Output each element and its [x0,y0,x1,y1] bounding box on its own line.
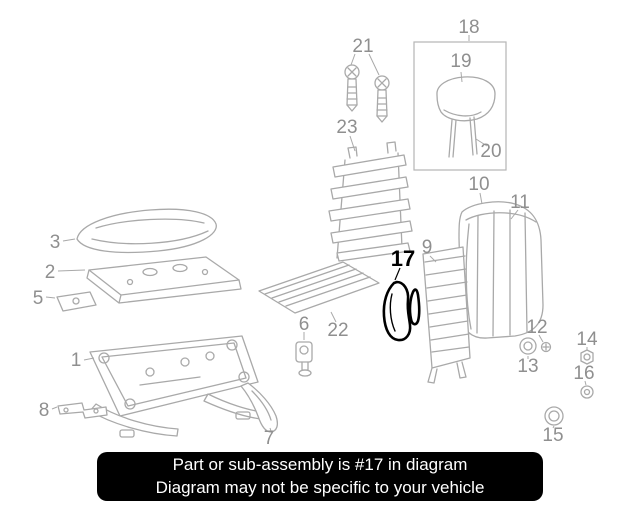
callout-3: 3 [50,232,61,253]
headrest [436,76,496,158]
washer-16 [580,385,594,399]
callout-15: 15 [542,425,563,446]
callout-23: 23 [336,117,357,138]
seatback-frame [422,246,471,384]
callouts: 1 2 3 5 6 7 8 9 10 11 12 13 14 15 16 17 … [33,17,598,449]
caption-line1: Part or sub-assembly is #17 in diagram [172,454,468,474]
callout-18: 18 [458,17,479,38]
caption-line2: Diagram may not be specific to your vehi… [155,477,485,497]
callout-10: 10 [468,174,489,195]
mount-bracket [57,402,108,419]
highlighted-part-17 [382,280,421,342]
callout-9: 9 [422,237,433,258]
leader-lines [45,35,588,435]
heater-pad [258,261,380,314]
headrest-inset-box [413,41,507,171]
recliner-handle [240,382,278,433]
seatback-cushion [458,201,544,339]
callout-22: 22 [327,320,348,341]
callout-2: 2 [45,262,56,283]
callout-20: 20 [480,141,501,162]
small-clip [295,341,313,377]
callout-16: 16 [573,363,594,384]
callout-1: 1 [71,350,82,371]
caption-banner: Part or sub-assembly is #17 in diagram D… [97,452,543,501]
fastener-12 [540,341,552,353]
callout-11: 11 [510,192,530,213]
grommet-13 [519,337,537,355]
callout-19: 19 [450,51,471,72]
callout-6: 6 [299,314,310,335]
callout-21: 21 [352,36,373,57]
side-bracket [56,291,97,312]
callout-8: 8 [39,400,50,421]
seat-cushion [76,208,217,254]
callout-12: 12 [526,317,547,338]
suspension-mat [328,141,413,262]
callout-13: 13 [517,356,538,377]
ring-15 [544,406,564,426]
guide-screws [344,64,390,123]
callout-5: 5 [33,288,44,309]
cushion-pad [86,256,242,304]
callout-14: 14 [576,329,598,350]
nut-14 [580,349,594,365]
callout-17-highlighted: 17 [391,246,415,271]
seat-frame [89,335,263,438]
callout-7: 7 [264,428,275,449]
